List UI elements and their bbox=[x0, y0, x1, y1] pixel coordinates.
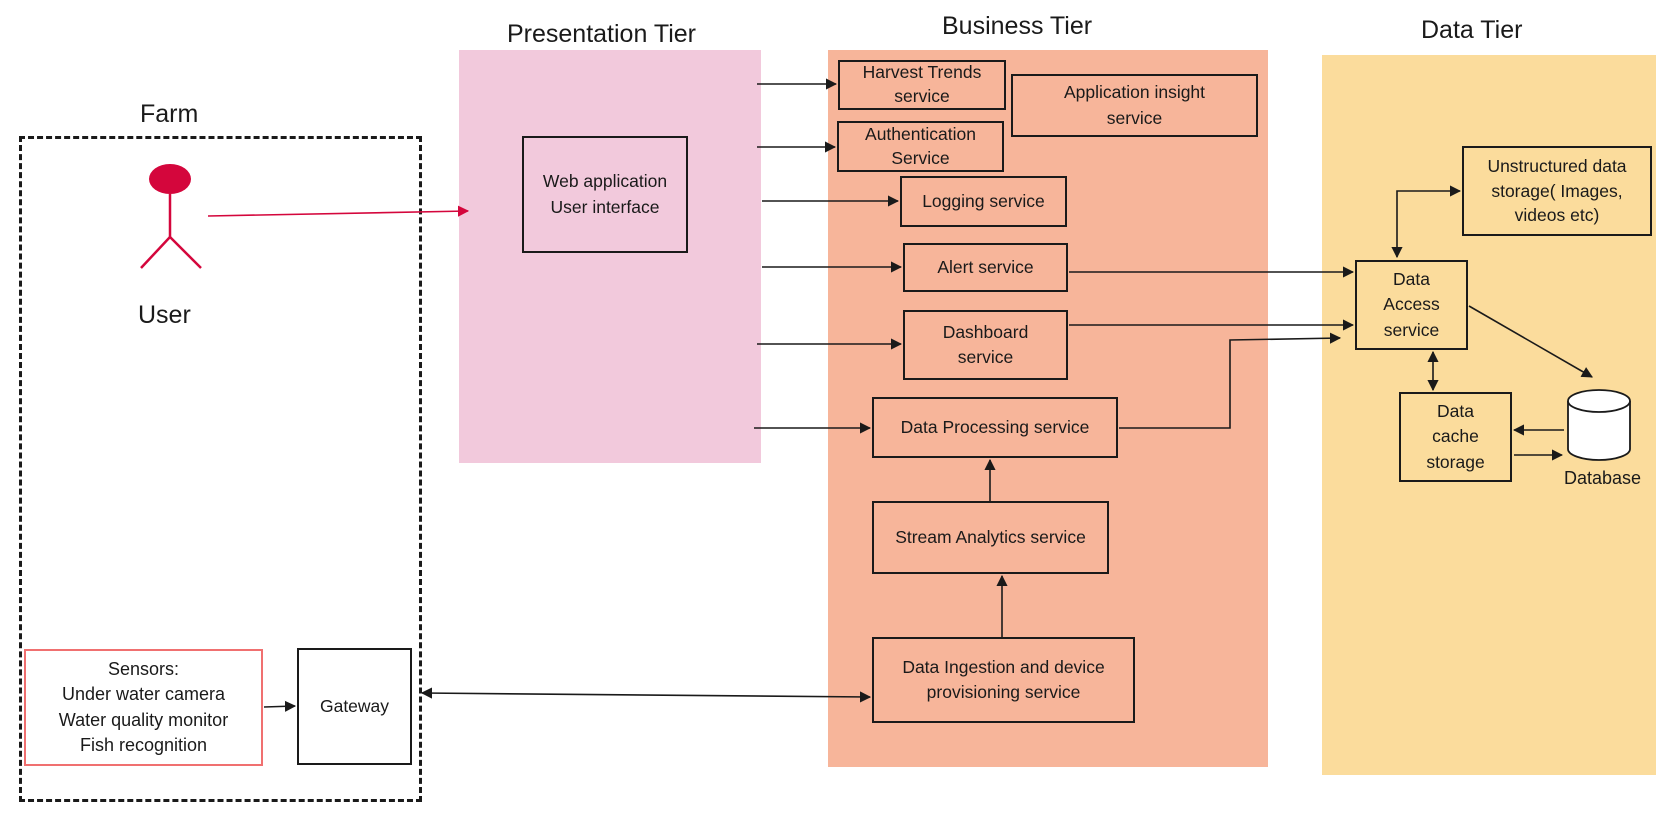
database-icon bbox=[1567, 389, 1631, 461]
harvest-trends-service-box: Harvest Trends service bbox=[838, 60, 1006, 110]
business-tier-panel bbox=[828, 50, 1268, 767]
sensors-box: Sensors: Under water camera Water qualit… bbox=[24, 649, 263, 766]
dashboard-service-box: Dashboard service bbox=[903, 310, 1068, 380]
presentation-tier-panel bbox=[459, 50, 761, 463]
alert-service-box: Alert service bbox=[903, 243, 1068, 292]
business-tier-title: Business Tier bbox=[942, 12, 1093, 40]
authentication-service-box: Authentication Service bbox=[837, 121, 1004, 172]
gateway-ingestion-arrow bbox=[420, 687, 872, 703]
access-unstructured-arrow bbox=[1391, 185, 1462, 259]
data-ingestion-service-box: Data Ingestion and device provisioning s… bbox=[872, 637, 1135, 723]
data-cache-storage-box: Data cache storage bbox=[1399, 392, 1512, 482]
data-access-service-box: Data Access service bbox=[1355, 260, 1468, 350]
gateway-box: Gateway bbox=[297, 648, 412, 765]
web-application-box: Web application User interface bbox=[522, 136, 688, 253]
data-processing-service-box: Data Processing service bbox=[872, 397, 1118, 458]
user-actor-icon bbox=[140, 164, 202, 269]
farm-title: Farm bbox=[140, 100, 199, 128]
stream-analytics-service-box: Stream Analytics service bbox=[872, 501, 1109, 574]
logging-service-box: Logging service bbox=[900, 176, 1067, 227]
application-insight-service-box: Application insight service bbox=[1011, 74, 1258, 137]
processing-to-access-arrow bbox=[1119, 332, 1342, 429]
database-label: Database bbox=[1564, 468, 1642, 488]
unstructured-data-storage-box: Unstructured data storage( Images, video… bbox=[1462, 146, 1652, 236]
user-label: User bbox=[138, 301, 191, 329]
farm-boundary bbox=[19, 136, 422, 802]
sensors-to-gateway-arrow bbox=[263, 700, 297, 712]
user-to-webapp-arrow bbox=[207, 205, 470, 217]
presentation-tier-title: Presentation Tier bbox=[507, 20, 696, 48]
data-tier-title: Data Tier bbox=[1421, 16, 1523, 44]
access-to-database-arrow bbox=[1468, 305, 1593, 378]
